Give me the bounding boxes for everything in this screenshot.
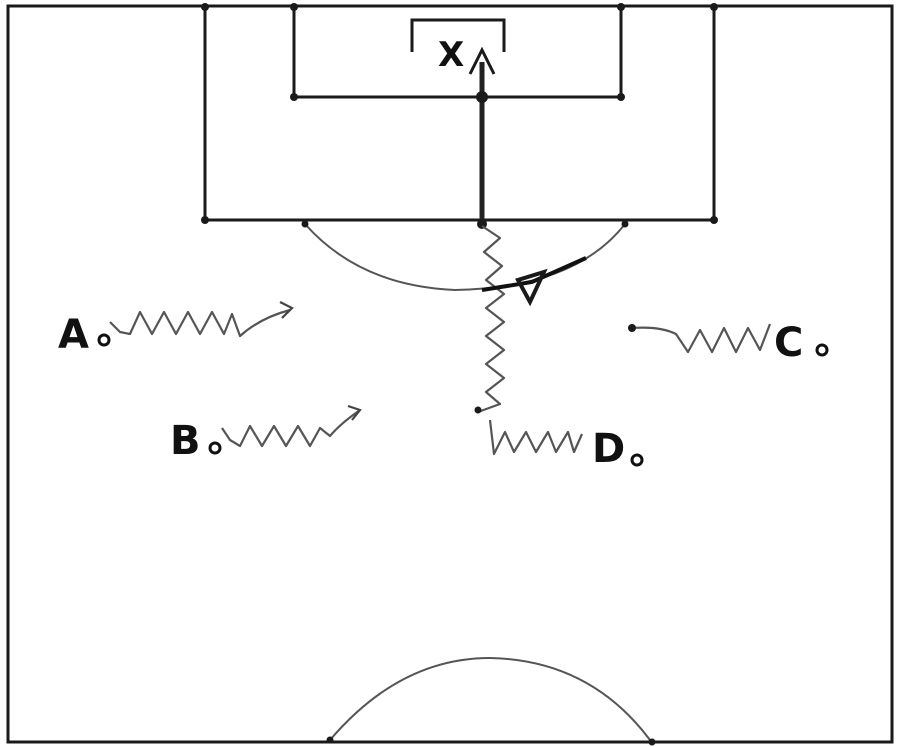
centre-arc-end-right [648,738,656,746]
player-c-label: C [774,320,803,366]
goal-box-top-right [617,3,625,11]
centre-arc [329,656,651,741]
player-b-dot [208,441,222,455]
penalty-box-top-left [201,3,209,11]
player-d-label: D [592,426,625,472]
goal-target [410,18,506,52]
penalty-arc-end-left [301,220,309,228]
player-d-dribble [477,225,506,414]
goal-box-corner-left [290,93,298,101]
pass-to-cone [481,256,587,292]
player-d-turn-point [474,406,482,414]
penalty-arc-end-right [621,220,629,228]
pitch-boundary [6,4,894,744]
cone-icon [515,268,548,307]
penalty-box [203,6,716,222]
player-b-label: B [170,418,201,464]
player-c-arrow-tip [628,324,636,332]
player-d-run [488,419,584,456]
player-c-dribble [631,323,772,354]
player-a-dribble [109,308,291,338]
penalty-box-corner-right [710,216,718,224]
player-c-dot [815,343,829,357]
player-a-label: A [58,312,89,358]
shot-point-goal-box [476,91,488,103]
player-d-dot [630,453,644,467]
penalty-box-top-right [710,3,718,11]
goal-box-corner-right [617,93,625,101]
goal-marker-label: X [438,35,464,75]
player-a-dot [97,333,111,347]
player-a-arrowhead [279,301,294,319]
penalty-box-corner-left [201,216,209,224]
penalty-arc [304,223,626,292]
centre-arc-end-left [326,736,334,744]
player-b-arrowhead [347,404,362,421]
goal-box-top-left [290,3,298,11]
shot-arrowhead [468,46,496,75]
goal-box [292,6,623,99]
player-b-dribble [221,409,361,448]
